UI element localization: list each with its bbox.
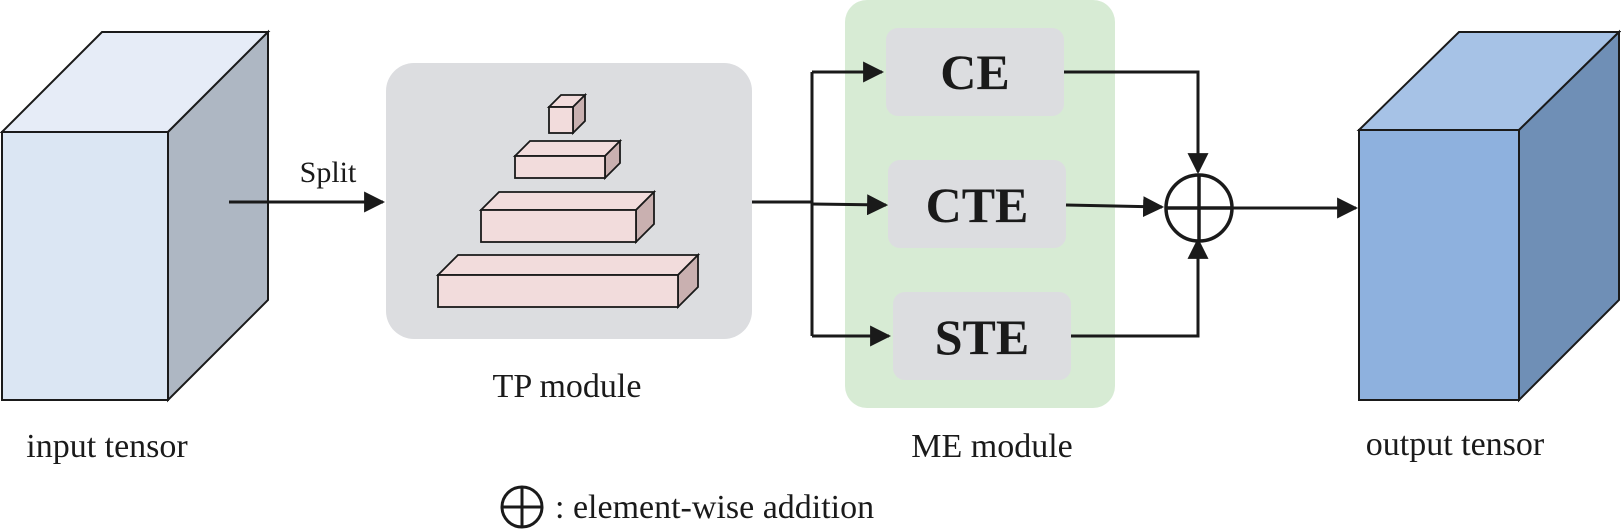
ce-label: CE bbox=[940, 44, 1009, 100]
me-module-label: ME module bbox=[911, 428, 1072, 465]
output-cube-front bbox=[1358, 129, 1520, 401]
input-cube-front bbox=[1, 131, 169, 401]
ste-label: STE bbox=[935, 309, 1030, 365]
tp-module-label: TP module bbox=[493, 368, 642, 405]
tp-to-me-arrows bbox=[752, 61, 892, 347]
pyramid-icon bbox=[435, 92, 701, 310]
input-tensor-label: input tensor bbox=[26, 428, 188, 465]
split-label: Split bbox=[300, 156, 357, 189]
input-tensor-cube bbox=[0, 29, 271, 403]
output-tensor-label: output tensor bbox=[1366, 426, 1545, 463]
ce-block: CE bbox=[886, 28, 1064, 116]
legend-circled-plus-icon bbox=[500, 485, 544, 529]
me-to-adder-arrows bbox=[1064, 70, 1209, 338]
output-tensor-cube bbox=[1356, 29, 1621, 403]
cte-label: CTE bbox=[926, 177, 1029, 233]
cte-block: CTE bbox=[888, 160, 1066, 248]
legend-label: : element-wise addition bbox=[555, 489, 874, 526]
adder-circled-plus-icon bbox=[1164, 173, 1234, 243]
ste-block: STE bbox=[893, 292, 1071, 380]
